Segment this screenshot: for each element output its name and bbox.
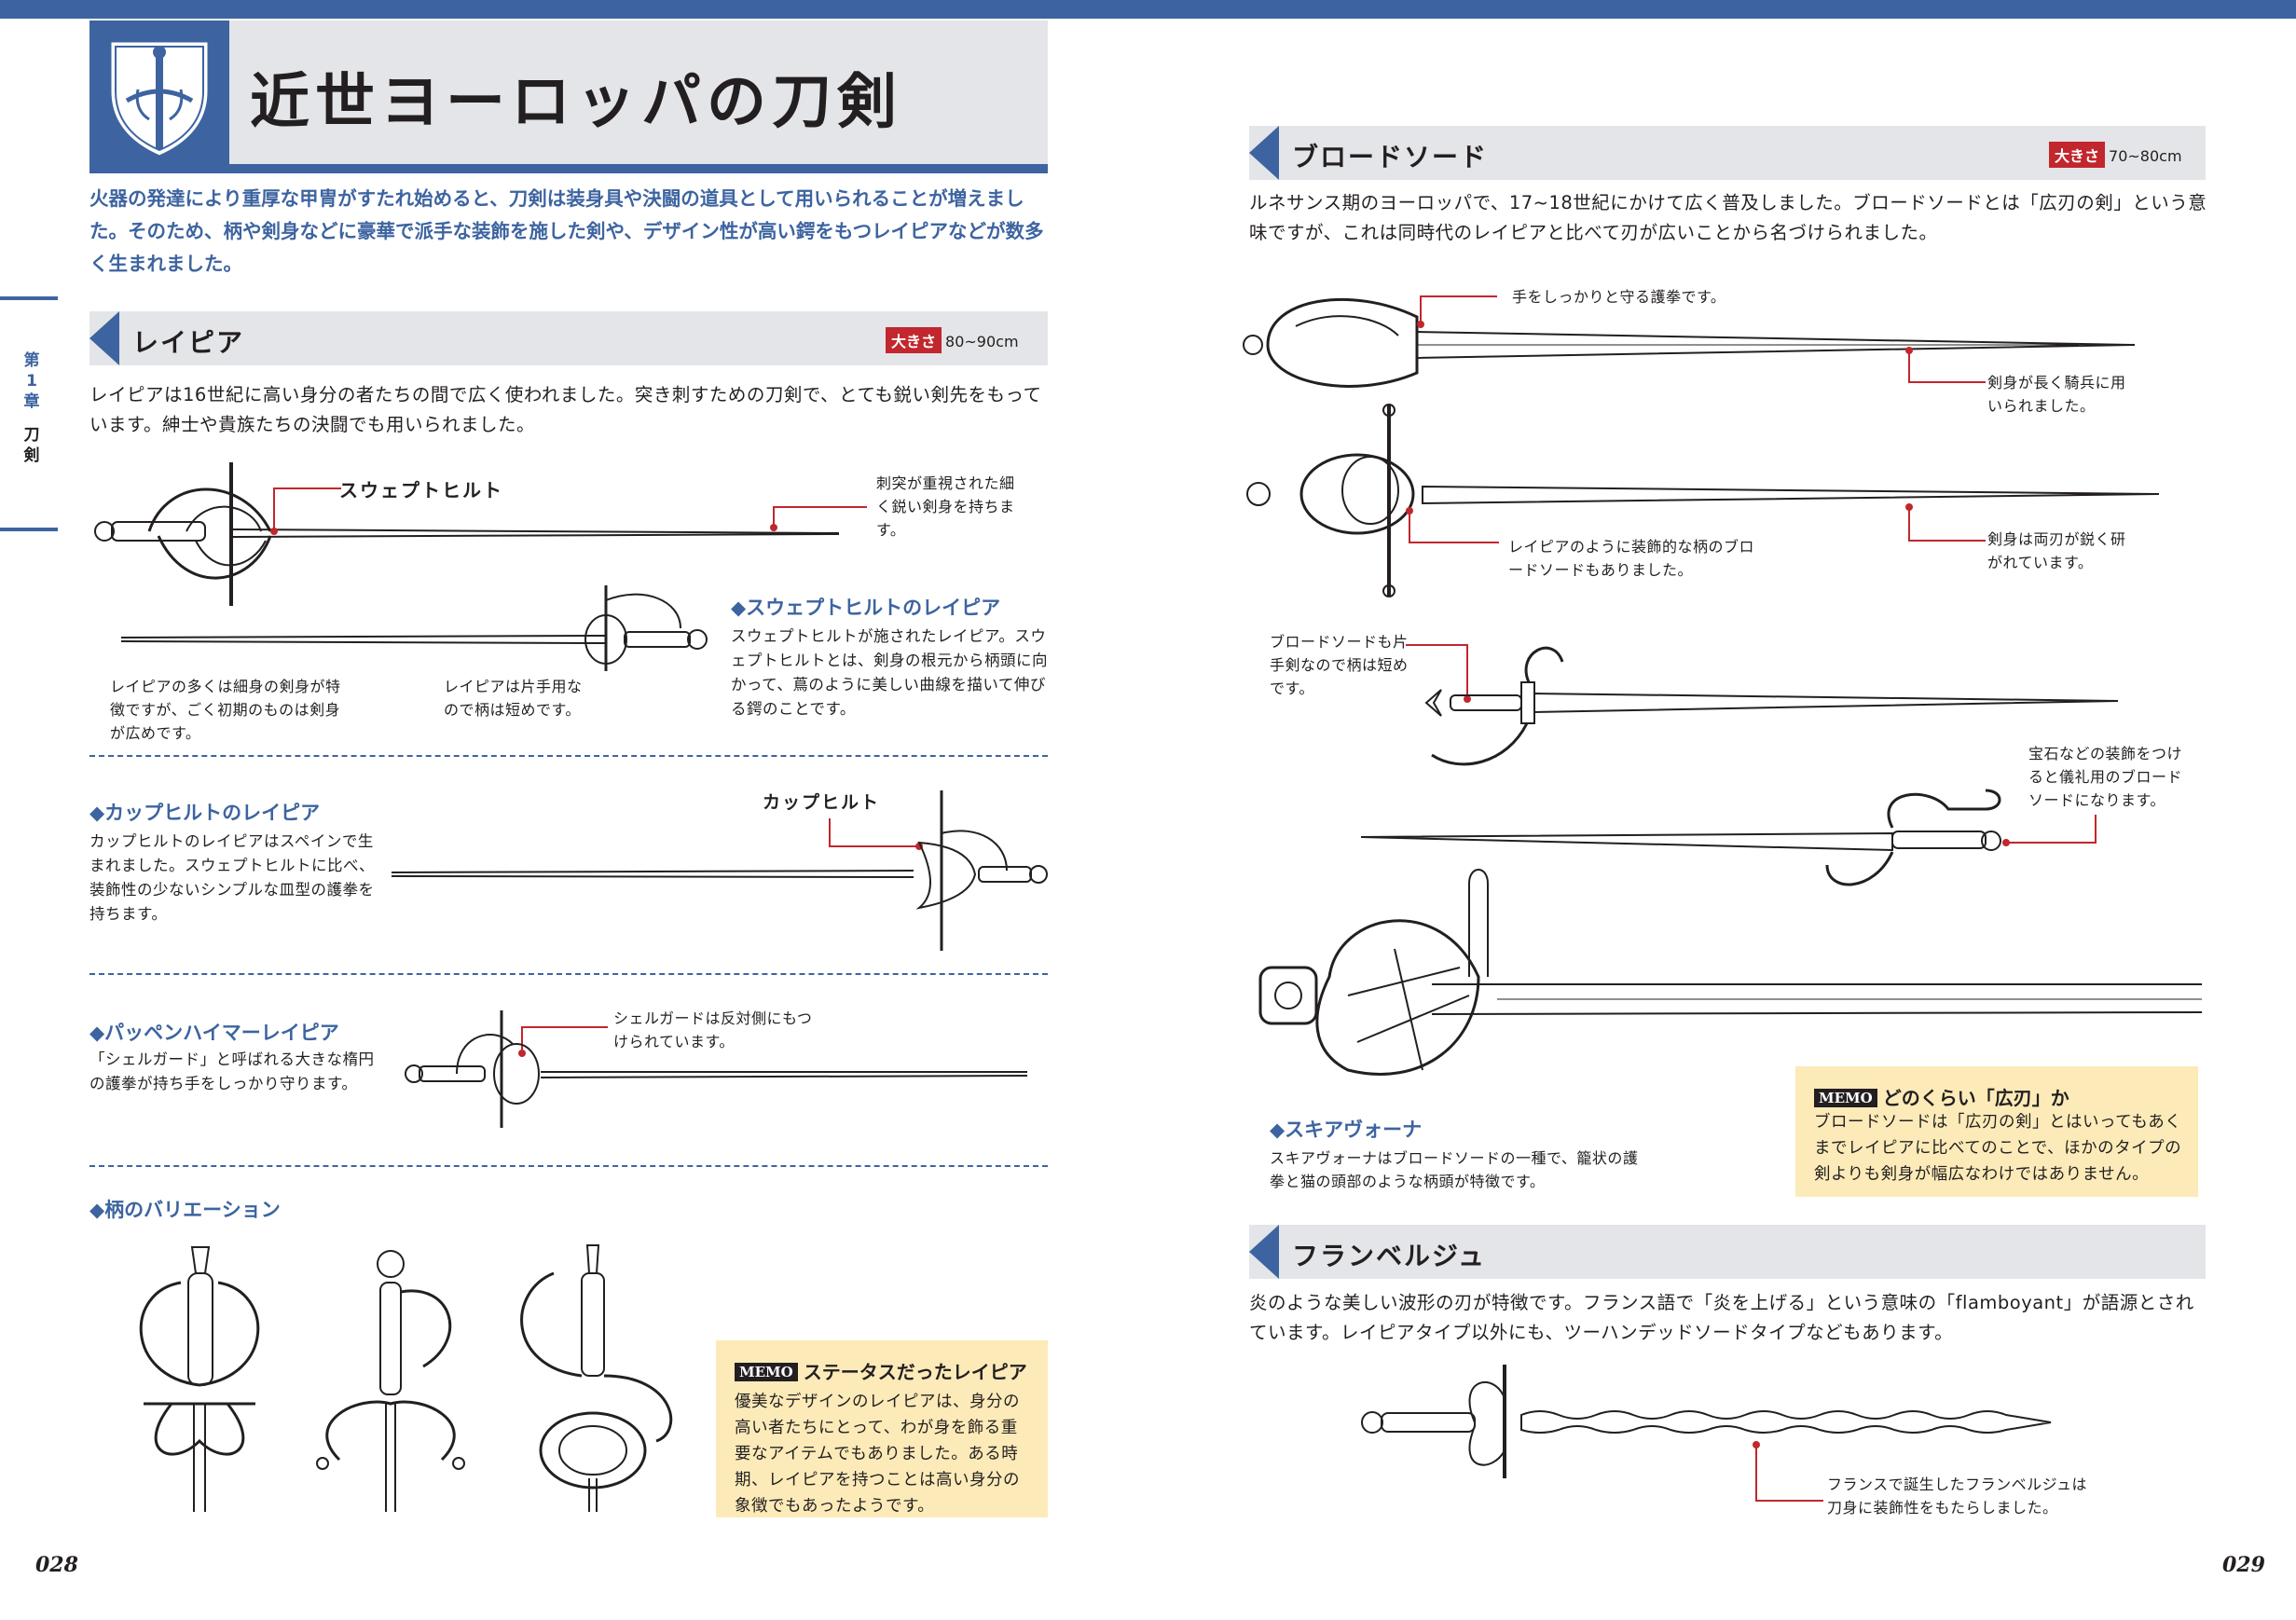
callout-line [1406, 644, 1471, 703]
cup-hilt-rapier-illustration [391, 790, 1048, 951]
section-title: ブロードソード [1292, 142, 1489, 172]
hilt-variation-title: ◆柄のバリエーション [89, 1199, 281, 1221]
page-title: 近世ヨーロッパの刀剣 [250, 68, 902, 137]
broadsword-1-illustration [1243, 297, 2136, 388]
page-number-left: 028 [35, 1553, 78, 1577]
hilt-variations-illustration [139, 1244, 673, 1512]
side-divider-bottom [0, 528, 58, 531]
rapier-variant-illustration [120, 585, 708, 671]
rapier-body: レイピアは16世紀に高い身分の者たちの間で広く使われました。突き刺すための刀剣で… [89, 384, 1042, 435]
swept-hilt-rapier-illustration [94, 462, 840, 606]
pappenheimer-body: 「シェルガード」と呼ばれる大きな楕円の護拳が持ち手をしっかり守ります。 [89, 1050, 375, 1092]
callout-swept-hilt: スウェプトヒルト [339, 479, 503, 501]
callout-hand-guard: 手をしっかりと守る護拳です。 [1512, 288, 1726, 306]
swept-hilt-title: ◆スウェプトヒルトのレイピア [731, 597, 1001, 619]
section-title: フランベルジュ [1292, 1241, 1487, 1271]
section-divider [89, 973, 1048, 975]
callout-line [1406, 507, 1499, 543]
page-number-right: 029 [2222, 1553, 2265, 1577]
flamberge-body: 炎のような美しい波形の刃が特徴です。フランス語で「炎を上げる」という意味の「fl… [1249, 1292, 2194, 1343]
memo-title: MEMO どのくらい「広刃」か [1814, 1083, 2069, 1110]
chevron-icon [89, 311, 119, 365]
cup-hilt-body: カップヒルトのレイピアはスペインで生まれました。スウェプトヒルトに比べ、装飾性の… [89, 832, 375, 923]
callout-short-hilt: レイピアは片手用なので柄は短めです。 [444, 678, 583, 719]
chapter-number: 第1章 [23, 351, 40, 411]
callout-line [1905, 503, 1986, 542]
callout-line [2002, 815, 2097, 846]
title-banner-stripe [89, 164, 1048, 173]
memo-box-broadsword: MEMO どのくらい「広刃」か ブロードソードは「広刃の剣」とはいってもあくまでレ… [1795, 1066, 2198, 1197]
chapter-crest [89, 21, 229, 173]
size-badge: 大きさ [2049, 142, 2106, 168]
section-title: レイピア [132, 327, 245, 358]
callout-line [1905, 347, 1986, 383]
callout-line [770, 506, 867, 531]
chapter-tag: 第1章 刀剣 [22, 350, 41, 466]
shield-sword-icon [108, 39, 211, 158]
cup-hilt-title: ◆カップヒルトのレイピア [89, 802, 321, 824]
callout-cavalry: 剣身が長く騎兵に用いられました。 [1987, 374, 2126, 415]
callout-jewel: 宝石などの装飾をつけると儀礼用のブロードソードになります。 [2028, 745, 2183, 809]
callout-line [270, 487, 341, 535]
pappenheimer-rapier-illustration [405, 1010, 1028, 1128]
memo-heading: どのくらい「広刃」か [1882, 1087, 2069, 1109]
schiavona-illustration [1258, 869, 2203, 1076]
callout-double-edge: 剣身は両刃が鋭く研がれています。 [1987, 530, 2126, 571]
memo-body: ブロードソードは「広刃の剣」とはいってもあくまでレイピアに比べてのことで、ほかの… [1814, 1113, 2182, 1184]
callout-decorative-hilt: レイピアのように装飾的な柄のブロードソードもありました。 [1508, 538, 1755, 579]
broadsword-3-illustration [1424, 646, 2119, 766]
size-badge: 大きさ [886, 327, 942, 353]
hilt-variant-3 [520, 1244, 673, 1512]
callout-line [1417, 295, 1497, 328]
top-accent-bar [0, 0, 2296, 19]
schiavona-body: スキアヴォーナはブロードソードの一種で、籠状の護拳と猫の頭部のような柄頭が特徴で… [1270, 1149, 1639, 1190]
hilt-variant-2 [316, 1250, 465, 1512]
flamberge-illustration [1361, 1365, 2052, 1478]
size-value: 70~80cm [2109, 147, 2182, 165]
memo-title: MEMO ステータスだったレイピア [735, 1357, 1027, 1384]
memo-tag: MEMO [735, 1363, 798, 1381]
flamberge-heading: フランベルジュ [1249, 1225, 2206, 1279]
memo-box-rapier: MEMO ステータスだったレイピア 優美なデザインのレイピアは、身分の高い者たちに… [716, 1340, 1048, 1517]
memo-body: 優美なデザインのレイピアは、身分の高い者たちにとって、わが身を飾る重要なアイテム… [735, 1393, 1020, 1516]
pappenheimer-title: ◆パッペンハイマーレイピア [89, 1022, 339, 1044]
broadsword-4-illustration [1360, 789, 2001, 886]
size-value: 80~90cm [945, 333, 1019, 350]
callout-flamberge: フランスで誕生したフランベルジュは刀身に装飾性をもたらしました。 [1827, 1476, 2088, 1517]
callout-blade: 刺突が重視された細く鋭い剣身を持ちます。 [876, 474, 1015, 539]
swept-hilt-body: スウェプトヒルトが施されたレイピア。スウェプトヒルトとは、剣身の根元から柄頭に向… [731, 627, 1048, 718]
callout-one-handed: ブロードソードも片手剣なので柄は短めです。 [1270, 633, 1409, 697]
chevron-icon [1249, 1225, 1279, 1279]
broadsword-body: ルネサンス期のヨーロッパで、17~18世紀にかけて広く普及しました。ブロードソー… [1249, 192, 2207, 243]
callout-shell-guard: シェルガードは反対側にもつけられています。 [613, 1009, 813, 1050]
memo-tag: MEMO [1814, 1089, 1877, 1107]
title-banner [89, 21, 1048, 173]
callout-line [1753, 1441, 1823, 1502]
hilt-variant-1 [139, 1246, 260, 1512]
broadsword-2-illustration [1246, 404, 2160, 597]
lead-paragraph: 火器の発達により重厚な甲冑がすたれ始めると、刀剣は装身具や決闘の道具として用いら… [89, 187, 1044, 275]
chapter-title: 刀剣 [23, 426, 40, 465]
section-divider [89, 755, 1048, 757]
side-divider-top [0, 296, 58, 300]
callout-cup-hilt: カップヒルト [763, 792, 881, 813]
callout-thin-blade: レイピアの多くは細身の剣身が特徴ですが、ごく初期のものは剣身が広めです。 [110, 678, 341, 742]
memo-heading: ステータスだったレイピア [803, 1361, 1027, 1383]
section-divider [89, 1165, 1048, 1167]
schiavona-title: ◆スキアヴォーナ [1270, 1119, 1423, 1141]
chevron-icon [1249, 126, 1279, 180]
